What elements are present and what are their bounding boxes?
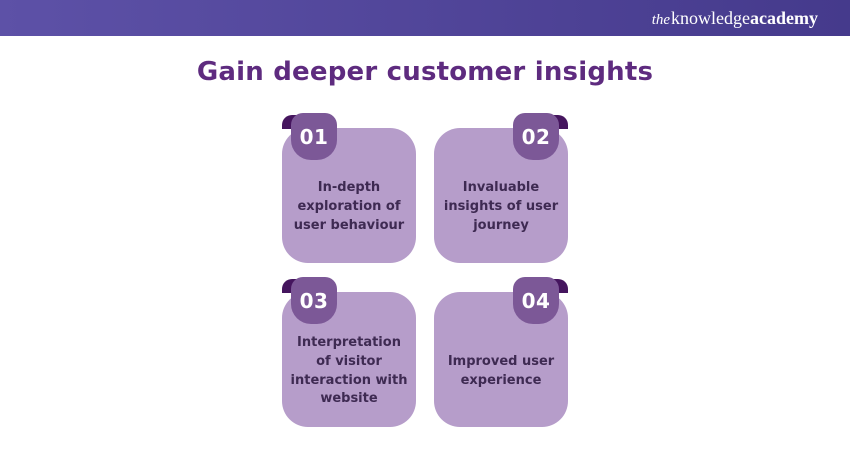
card-text: Interpretation of visitor interaction wi…: [290, 334, 408, 407]
logo-knowledge: knowledge: [671, 7, 751, 28]
page-title: Gain deeper customer insights: [196, 57, 654, 87]
insight-card-2: Invaluable insights of user journey 02: [434, 113, 568, 263]
card-text: In-depth exploration of user behaviour: [293, 180, 405, 233]
knowledge-academy-logo: theknowledgeacademy: [652, 9, 850, 28]
card-number-badge: 01: [291, 113, 337, 160]
logo-the: the: [651, 11, 671, 28]
insight-card-1: In-depth exploration of user behaviour 0…: [282, 113, 416, 263]
card-text: Improved user experience: [447, 353, 555, 388]
insight-card-3: Interpretation of visitor interaction wi…: [282, 277, 416, 427]
card-number-badge: 02: [513, 113, 559, 160]
insight-card-4: Improved user experience 04: [434, 277, 568, 427]
logo-academy: academy: [750, 7, 818, 28]
card-number-badge: 04: [513, 277, 559, 324]
card-number-badge: 03: [291, 277, 337, 324]
card-text: Invaluable insights of user journey: [443, 180, 559, 233]
insight-cards-grid: In-depth exploration of user behaviour 0…: [282, 113, 568, 427]
top-brand-bar: theknowledgeacademy: [0, 0, 850, 36]
